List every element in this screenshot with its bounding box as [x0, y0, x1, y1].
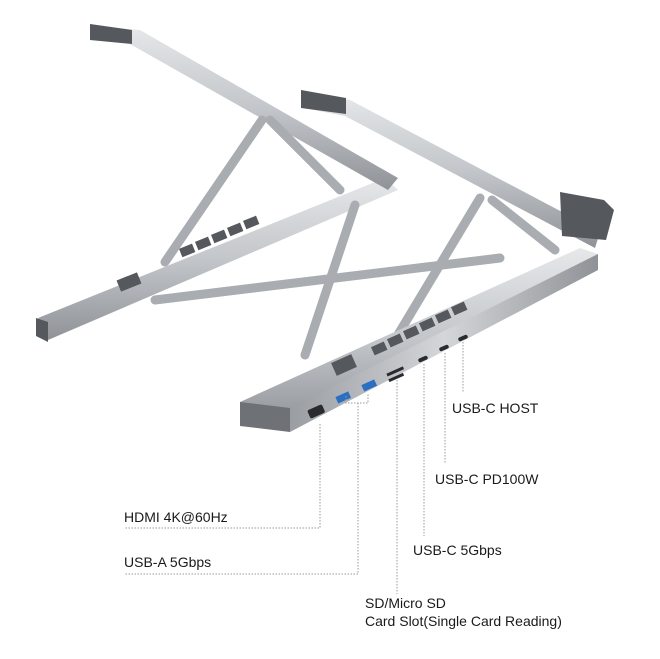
- usb-c-port-3: [458, 334, 468, 342]
- cross-braces: [150, 115, 560, 360]
- callout-usb-c-host: USB-C HOST: [452, 400, 539, 416]
- usb-c-port-2: [439, 344, 449, 352]
- sd-slot: [386, 366, 405, 377]
- callout-usb-a: USB-A 5Gbps: [124, 554, 212, 570]
- usb-c-port-1: [418, 355, 428, 363]
- hdmi-port: [307, 404, 325, 419]
- callout-usb-c-5gbps: USB-C 5Gbps: [413, 542, 502, 558]
- microsd-slot: [388, 372, 405, 383]
- callout-sd-card-slot: SD/Micro SD Card Slot(Single Card Readin…: [365, 595, 562, 629]
- left-base-arm: [36, 178, 398, 342]
- usb-a-port-2: [361, 379, 378, 392]
- left-top-arm: [90, 24, 398, 190]
- usb-a-port-1: [335, 391, 352, 404]
- callout-hdmi: HDMI 4K@60Hz: [124, 509, 228, 525]
- callout-usb-c-pd100w: USB-C PD100W: [435, 471, 539, 487]
- leader-lines: [125, 342, 464, 594]
- right-top-arm: [301, 90, 614, 248]
- hub-base: [240, 248, 598, 432]
